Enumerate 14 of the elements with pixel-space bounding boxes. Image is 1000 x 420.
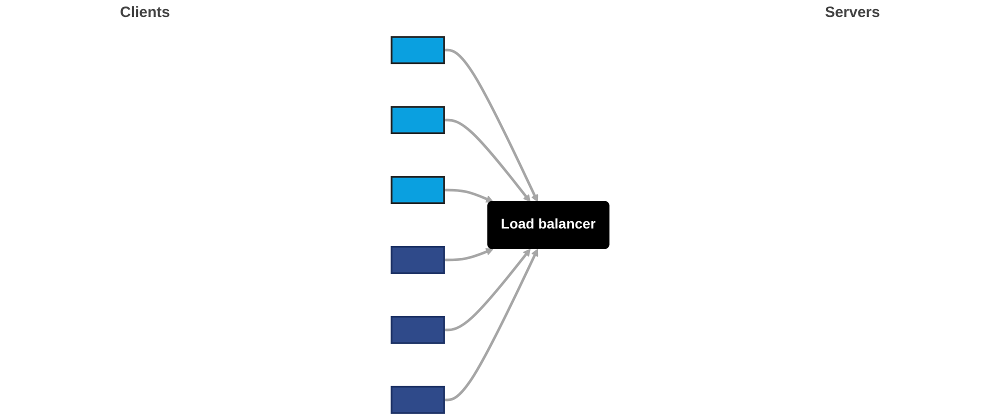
arrow	[444, 248, 494, 262]
arrow	[444, 118, 530, 202]
node-box	[390, 316, 445, 344]
node-box	[390, 386, 445, 414]
node-box	[390, 176, 445, 204]
arrow	[444, 48, 538, 202]
node-box	[390, 106, 445, 134]
node-box	[390, 246, 445, 274]
column-heading: Servers	[824, 4, 880, 23]
arrow	[444, 248, 530, 332]
node-box	[390, 36, 445, 64]
arrow	[444, 188, 494, 203]
column-heading: Clients	[120, 4, 170, 23]
arrow	[444, 248, 538, 402]
